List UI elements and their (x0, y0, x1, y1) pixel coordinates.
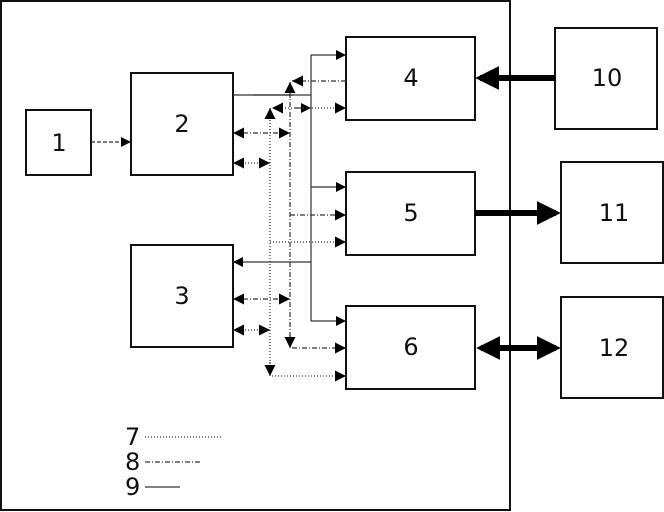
block-5: 5 (345, 171, 476, 256)
block-12-label: 12 (599, 334, 630, 362)
block-11-label: 11 (599, 199, 630, 227)
legend-item-8: 8 (125, 448, 200, 476)
block-5-label: 5 (403, 199, 418, 227)
system-boundary (0, 0, 511, 511)
legend-label-7: 7 (125, 423, 140, 451)
block-3-label: 3 (174, 282, 189, 310)
dotted-bus (233, 102, 346, 382)
block-4: 4 (345, 36, 476, 121)
block-10-label: 10 (592, 64, 623, 92)
block-2: 2 (130, 72, 234, 176)
block-10: 10 (554, 27, 658, 130)
block-6-label: 6 (403, 333, 418, 361)
block-4-label: 4 (403, 64, 418, 92)
block-1: 1 (25, 109, 92, 176)
solid-bus (233, 50, 346, 326)
block-11: 11 (560, 161, 664, 264)
dashdot-bus (233, 75, 346, 354)
block-2-label: 2 (174, 110, 189, 138)
legend-item-7: 7 (125, 423, 221, 451)
block-1-label: 1 (51, 129, 66, 157)
legend-item-9: 9 (125, 473, 180, 501)
block-12: 12 (560, 296, 664, 399)
legend-label-8: 8 (125, 448, 140, 476)
block-3: 3 (130, 244, 234, 348)
block-6: 6 (345, 305, 476, 390)
legend-label-9: 9 (125, 473, 140, 501)
legend: 7 8 9 (125, 423, 221, 501)
